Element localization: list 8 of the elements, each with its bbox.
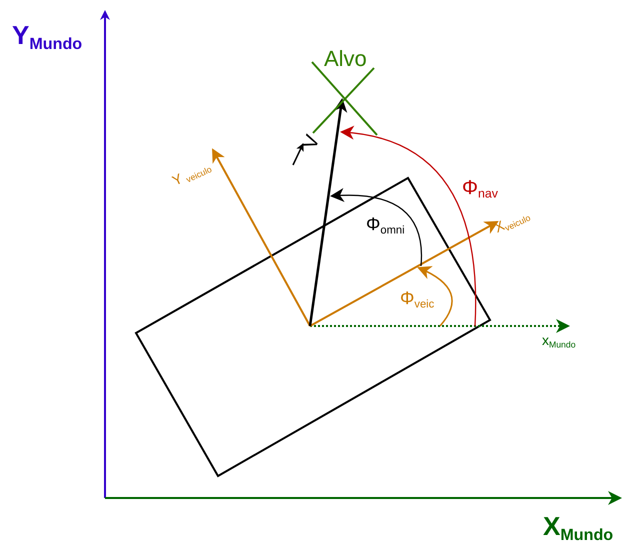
vector-label: V: [300, 132, 324, 152]
angle-label: Φ$_{nav}$: [462, 178, 498, 200]
axis-label: Y$_{Mundo}$: [12, 22, 82, 52]
angle-label: Φ$_{omni}$: [366, 215, 405, 236]
axis-label: X$_{Mundo}$: [543, 513, 614, 543]
axis-label: x$_{Mundo}$: [542, 333, 576, 350]
angle-label: Φ$_{veic}$: [400, 289, 434, 310]
target-label: Alvo: [324, 48, 367, 70]
